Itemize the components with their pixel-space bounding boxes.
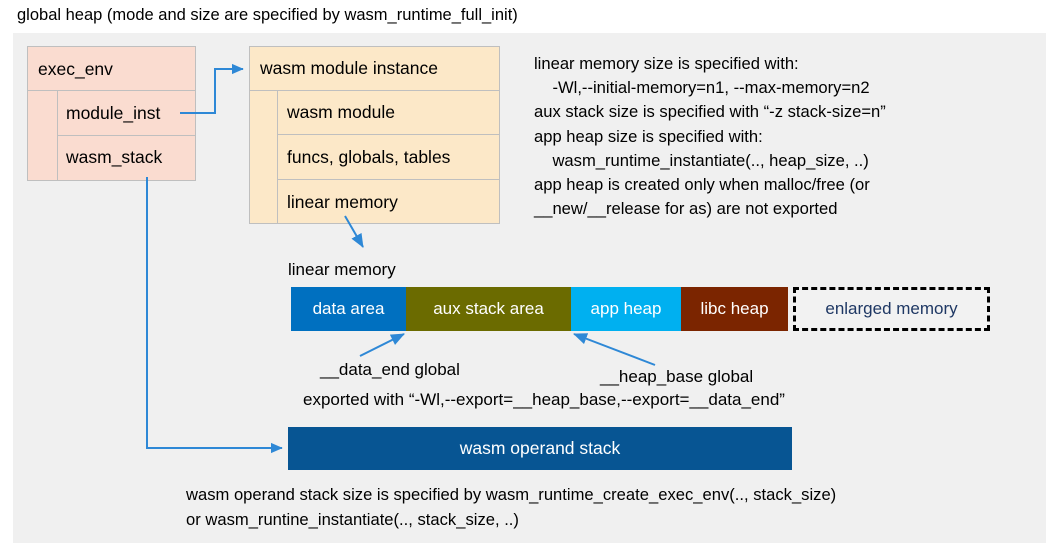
annotation-data-end: __data_end global	[320, 360, 460, 379]
memory-segment-label: aux stack area	[433, 299, 544, 318]
linear-memory-bar-title: linear memory	[288, 260, 396, 279]
module-instance-title: wasm module instance	[260, 58, 438, 78]
module-instance-field-funcs-globals-tables: funcs, globals, tables	[287, 147, 451, 167]
annotation-exported-with: exported with “-Wl,--export=__heap_base,…	[303, 390, 785, 409]
exec-env-box	[27, 46, 196, 181]
wasm-module-instance-box	[249, 46, 500, 224]
module-instance-field-linear-memory: linear memory	[287, 192, 398, 212]
exec-env-row-divider	[57, 135, 196, 136]
exec-env-field-module-inst: module_inst	[66, 103, 161, 123]
exec-env-header-divider	[27, 90, 196, 91]
memory-segment-label: enlarged memory	[825, 299, 958, 318]
module-instance-header-divider	[249, 90, 500, 91]
memory-segment-data-area: data area	[291, 287, 406, 331]
bottom-note-text: wasm operand stack size is specified by …	[186, 485, 837, 529]
exec-env-title: exec_env	[38, 59, 113, 79]
page-title: global heap (mode and size are specified…	[17, 6, 518, 24]
memory-segment-label: app heap	[590, 299, 662, 318]
module-instance-row-divider-2	[277, 179, 500, 180]
module-instance-field-wasm-module: wasm module	[287, 102, 395, 122]
wasm-operand-stack-bar: wasm operand stack	[288, 427, 792, 470]
right-note-text: linear memory size is specified with: -W…	[534, 54, 886, 219]
module-instance-row-divider-1	[277, 134, 500, 135]
memory-segment-label: libc heap	[700, 299, 769, 318]
memory-segment-libc-heap: libc heap	[681, 287, 788, 331]
exec-env-field-wasm-stack: wasm_stack	[66, 147, 163, 167]
memory-segment-label: data area	[312, 299, 385, 318]
memory-segment-aux-stack-area: aux stack area	[406, 287, 571, 331]
memory-segment-enlarged-memory: enlarged memory	[793, 287, 990, 331]
wasm-operand-stack-label: wasm operand stack	[459, 438, 621, 458]
memory-segment-app-heap: app heap	[571, 287, 681, 331]
annotation-heap-base: __heap_base global	[600, 367, 754, 386]
module-instance-indent-divider	[277, 90, 278, 224]
